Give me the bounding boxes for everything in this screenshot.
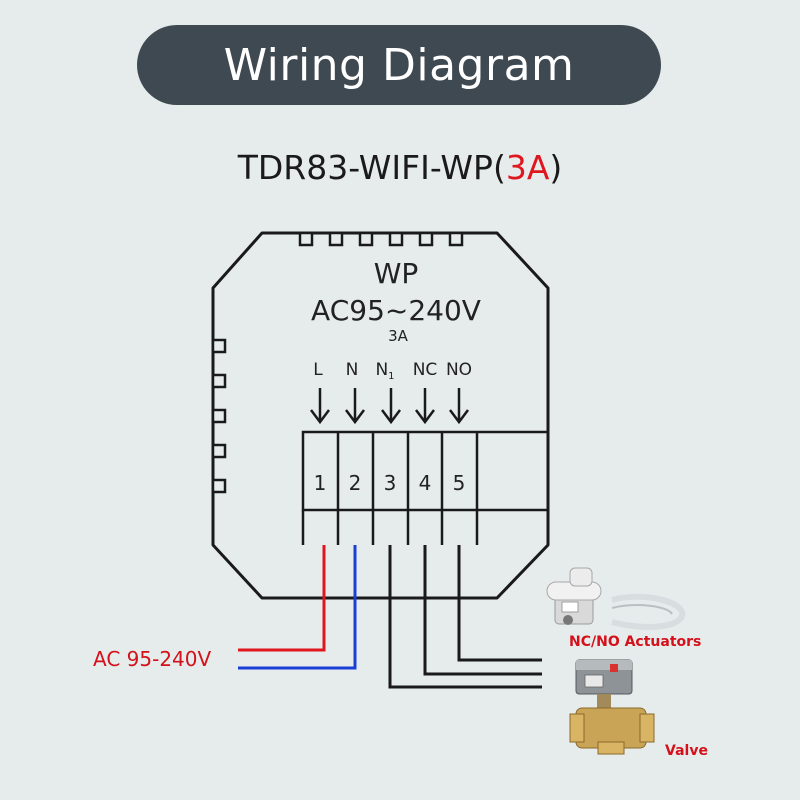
no-wire: [457, 545, 542, 662]
terminal-number-1: 1: [314, 471, 327, 495]
model-prefix: TDR83-WIFI-WP(: [237, 148, 506, 187]
terminal-block: [301, 430, 550, 512]
terminal-tabs: [301, 510, 479, 545]
terminal-label-nc: NC: [413, 360, 438, 380]
terminal-label-n1: N1: [375, 360, 394, 382]
n1-wire: [388, 545, 542, 689]
power-supply-label: AC 95-240V: [93, 647, 212, 671]
terminal-number-3: 3: [384, 471, 397, 495]
terminal-number-2: 2: [349, 471, 362, 495]
terminal-number-4: 4: [419, 471, 432, 495]
side-vents: [211, 338, 227, 494]
terminal-label-l: L: [313, 360, 323, 380]
nc-wire: [423, 545, 542, 676]
valve-label: Valve: [665, 743, 708, 759]
live-wire: [238, 545, 326, 652]
model-rating: 3A: [505, 148, 550, 187]
valve-image: [569, 659, 655, 755]
model-suffix: ): [549, 148, 563, 187]
terminal-label-n: N: [346, 360, 359, 380]
model-number: TDR83-WIFI-WP(3A): [0, 148, 800, 187]
neutral-wire: [238, 545, 357, 670]
device-current: 3A: [388, 327, 409, 345]
page-title: Wiring Diagram: [223, 39, 575, 91]
terminal-label-no: NO: [446, 360, 472, 380]
terminal-number-5: 5: [453, 471, 466, 495]
device-name: WP: [374, 257, 419, 290]
actuator-label: NC/NO Actuators: [569, 634, 702, 650]
top-vents: [298, 231, 464, 247]
terminal-label-n1-sub: 1: [388, 371, 394, 382]
device-voltage: AC95~240V: [311, 294, 481, 327]
device-outline: [211, 231, 550, 600]
actuator-image: [546, 567, 686, 630]
terminal-label-n1-main: N: [375, 360, 388, 380]
terminal-arrows: [310, 388, 469, 425]
title-banner: Wiring Diagram: [137, 25, 661, 105]
